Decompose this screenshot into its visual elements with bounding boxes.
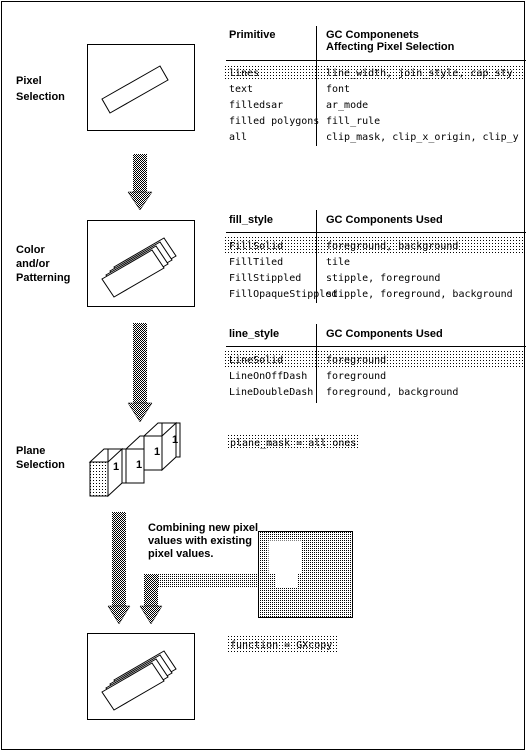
color-patterning-line-2: and/or <box>16 258 50 270</box>
pixel-selection-line-2: Selection <box>16 91 65 103</box>
arrow-down-2 <box>127 323 153 423</box>
table-fill-style-row-2-value: tile <box>326 257 350 268</box>
table-primitive-highlight <box>224 64 524 80</box>
table-fill-style: fill_style GC Components Used FillSolid f… <box>224 210 526 303</box>
pixel-selection-line-1: Pixel <box>16 75 42 87</box>
plane-mask-text: plane_mask = all ones <box>230 438 356 449</box>
arrow-down-1 <box>127 154 153 211</box>
table-primitive-row-1-value: line_width, join_style, cap_sty <box>326 68 513 79</box>
color-patterning-line-3: Patterning <box>16 272 70 284</box>
color-patterning-box <box>87 220 195 307</box>
plane-mask-highlight <box>226 434 358 450</box>
combining-line-2: values with existing <box>148 535 252 547</box>
table-fill-style-row-3-value: stipple, foreground <box>326 273 440 284</box>
table-line-style-row-1-value: foreground <box>326 355 386 366</box>
table-fill-style-row-1-value: foreground, background <box>326 241 458 252</box>
table-primitive-row-2-value: font <box>326 84 350 95</box>
cube-label-3: 1 <box>154 446 160 458</box>
table-fill-style-col1-header: fill_style <box>229 214 273 226</box>
table-line-style-row-3-key: LineDoubleDash <box>229 387 313 398</box>
pixel-selection-label: Pixel Selection <box>16 75 65 103</box>
table-line-style-row-2-key: LineOnOffDash <box>229 371 307 382</box>
plane-cubes: 1 1 1 1 <box>88 421 181 498</box>
function-text: function = GXcopy <box>230 640 332 651</box>
table-fill-style-row-2-key: FillTiled <box>229 257 283 268</box>
table-primitive-row-1-key: lines <box>229 68 259 79</box>
table-fill-style-highlight <box>224 236 524 253</box>
table-primitive-row-3-value: ar_mode <box>326 100 368 111</box>
table-primitive-col2-header-line-2: Affecting Pixel Selection <box>326 41 455 53</box>
table-fill-style-row-3-key: FillStippled <box>229 273 301 284</box>
plane-selection-line-1: Plane <box>16 445 45 457</box>
table-line-style-row-3-value: foreground, background <box>326 387 458 398</box>
table-line-style: line_style GC Components Used LineSolid f… <box>224 324 526 403</box>
table-primitive-row-3-key: filledsar <box>229 100 283 111</box>
table-line-style-row-2-value: foreground <box>326 371 386 382</box>
arrow-down-3 <box>107 512 131 625</box>
table-line-style-highlight <box>224 350 524 367</box>
final-output-box <box>87 633 195 720</box>
table-fill-style-row-4-key: FillOpaqueStippled <box>229 289 337 300</box>
table-line-style-col1-header: line_style <box>229 328 279 340</box>
table-fill-style-rows: FillSolid foreground, backgroundFillTiled… <box>229 241 513 300</box>
table-line-style-row-1-key: LineSolid <box>229 355 283 366</box>
combining-box <box>258 531 353 618</box>
table-primitive-row-5-value: clip_mask, clip_x_origin, clip_y <box>326 132 519 143</box>
table-fill-style-row-1-key: FillSolid <box>229 241 283 252</box>
table-primitive-col1-header: Primitive <box>229 29 275 41</box>
table-primitive-row-5-key: all <box>229 132 247 143</box>
arrow-feedback <box>139 574 284 625</box>
pixel-selection-box <box>87 44 195 131</box>
cube-label-1: 1 <box>113 461 119 473</box>
table-primitive-col2-header: GC Componenets Affecting Pixel Selection <box>326 29 455 53</box>
function-highlight <box>226 636 338 652</box>
plane-selection-line-2: Selection <box>16 459 65 471</box>
combining-line-1: Combining new pixel <box>148 522 258 534</box>
table-primitive-row-4-key: filled polygons <box>229 116 319 127</box>
cube-label-4: 1 <box>172 434 178 446</box>
combining-line-3: pixel values. <box>148 548 213 560</box>
cube-label-2: 1 <box>136 459 142 471</box>
table-primitive-col2-header-line-1: GC Componenets <box>326 29 419 41</box>
table-primitive: Primitive GC Componenets Affecting Pixel… <box>224 26 526 146</box>
table-primitive-row-2-key: text <box>229 84 253 95</box>
table-fill-style-col2-header: GC Components Used <box>326 214 443 226</box>
combining-text: Combining new pixel values with existing… <box>148 522 261 560</box>
plane-selection-label: Plane Selection <box>16 445 65 471</box>
table-line-style-col2-header: GC Components Used <box>326 328 443 340</box>
table-fill-style-row-4-value: stipple, foreground, background <box>326 289 513 300</box>
color-patterning-label: Color and/or Patterning <box>16 244 70 284</box>
table-primitive-rows: lines line_width, join_style, cap_stytext… <box>229 68 519 143</box>
table-primitive-row-4-value: fill_rule <box>326 116 380 127</box>
color-patterning-line-1: Color <box>16 244 45 256</box>
